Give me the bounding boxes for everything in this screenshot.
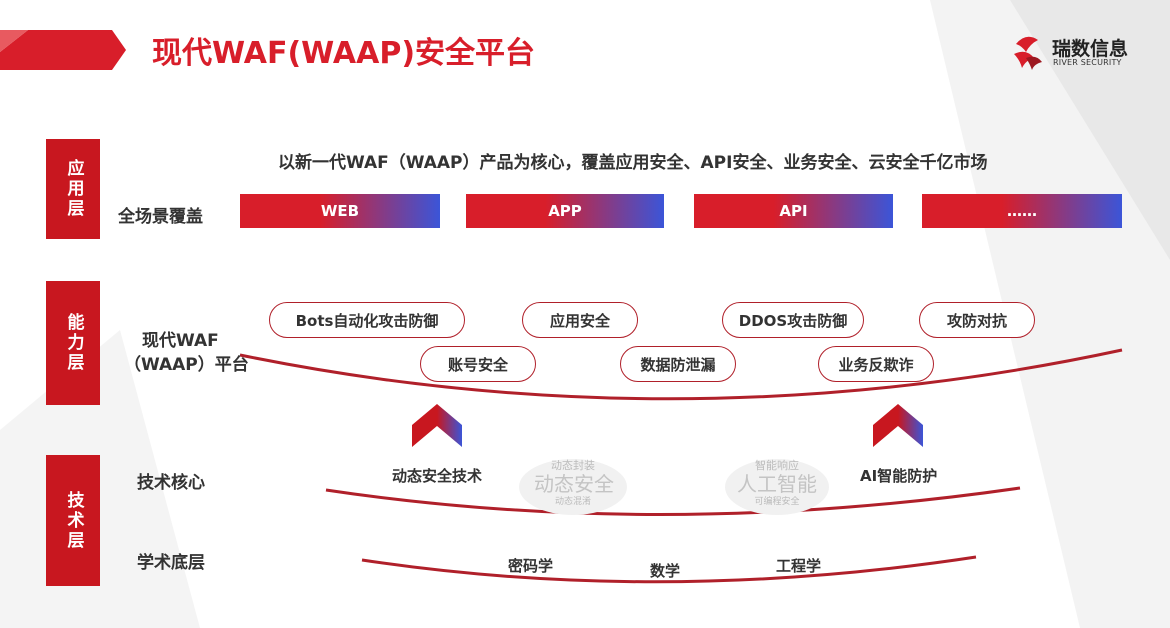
header-red-shape xyxy=(0,30,126,70)
capability-anti-fraud: 业务反欺诈 xyxy=(818,346,934,382)
corner-shape-right-dark xyxy=(1010,0,1170,260)
capability-ddos-defense: DDOS攻击防御 xyxy=(722,302,864,338)
capability-attack-defense: 攻防对抗 xyxy=(919,302,1035,338)
header-red-accent xyxy=(0,30,28,52)
layer-label-application: 应用层 xyxy=(46,139,100,239)
layer-label-capability: 能力层 xyxy=(46,281,100,405)
academic-cryptography: 密码学 xyxy=(508,557,554,575)
logo-name-en: RIVER SECURITY xyxy=(1053,58,1122,67)
capability-data-leak-prevention: 数据防泄漏 xyxy=(620,346,736,382)
word-cloud-right-big: 人工智能 xyxy=(737,472,817,496)
layer-label-technology: 技术层 xyxy=(46,455,100,586)
scene-bar-more: …… xyxy=(922,194,1122,228)
academic-engineering: 工程学 xyxy=(776,557,822,575)
tech-core-curve xyxy=(325,486,1021,517)
word-cloud-left-small-top: 动态封装 xyxy=(551,459,595,472)
word-cloud-left-big: 动态安全 xyxy=(534,472,614,496)
academic-curve xyxy=(361,555,977,584)
word-cloud-right-bg xyxy=(725,459,829,515)
slogan-text: 以新一代WAF（WAAP）产品为核心，覆盖应用安全、API安全、业务安全、云安全… xyxy=(278,153,988,173)
scene-bar-web: WEB xyxy=(240,194,440,228)
capability-bots-defense: Bots自动化攻击防御 xyxy=(269,302,465,338)
tech-ai-protection: AI智能防护 xyxy=(860,467,938,485)
logo-name-cn: 瑞数信息 xyxy=(1052,38,1129,60)
tech-dynamic-security: 动态安全技术 xyxy=(392,467,483,485)
capability-app-security: 应用安全 xyxy=(522,302,638,338)
scene-bar-app: APP xyxy=(466,194,664,228)
row-label-waf-line2: （WAAP）平台 xyxy=(124,355,249,375)
capability-account-security: 账号安全 xyxy=(420,346,536,382)
up-arrow-left-icon xyxy=(412,404,462,447)
up-arrow-right-icon xyxy=(873,404,923,447)
word-cloud-right-small-top: 智能响应 xyxy=(755,459,799,472)
row-label-tech-core: 技术核心 xyxy=(137,473,205,493)
capability-curve xyxy=(239,348,1123,401)
page-title: 现代WAF(WAAP)安全平台 xyxy=(152,36,536,71)
row-label-full-scene: 全场景覆盖 xyxy=(118,207,203,227)
logo-mark-icon xyxy=(1014,36,1042,70)
academic-mathematics: 数学 xyxy=(650,562,681,580)
scene-bar-api: API xyxy=(694,194,893,228)
word-cloud-left-bg xyxy=(519,459,627,515)
word-cloud-left-small-bottom: 动态混淆 xyxy=(554,497,591,507)
word-cloud-right-small-bottom: 可编程安全 xyxy=(754,497,800,507)
row-label-academic-base: 学术底层 xyxy=(137,553,205,573)
row-label-waf-line1: 现代WAF xyxy=(142,331,219,351)
